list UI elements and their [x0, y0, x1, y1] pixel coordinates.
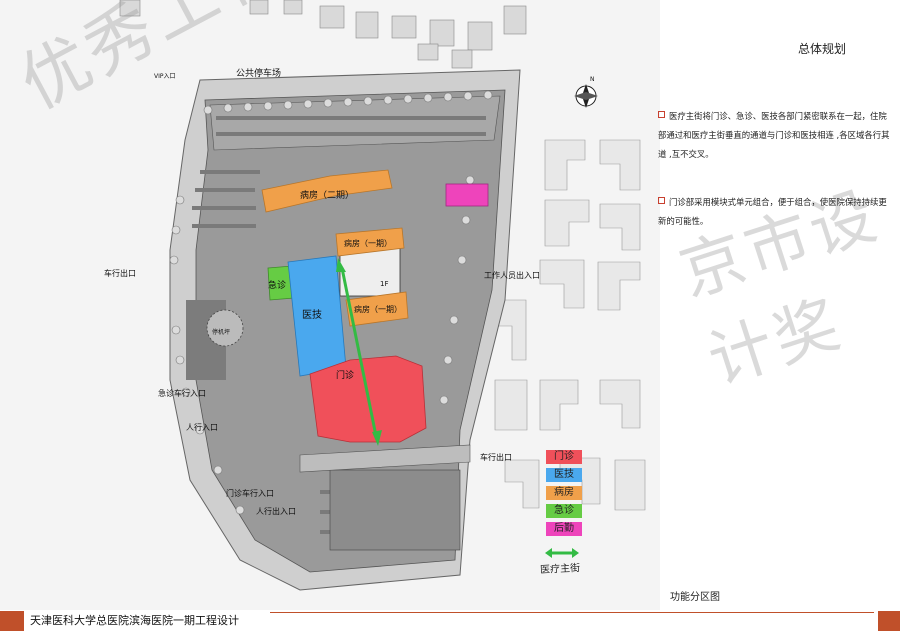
footer-divider: [270, 612, 874, 613]
label-outpatient-car-entry: 门诊车行入口: [226, 488, 274, 498]
description-bullet-2: 门诊部采用模块式单元组合，便于组合，使医院保持持续更新的可能性。: [658, 193, 890, 231]
tree-rows: [169, 90, 493, 515]
street-legend-label: 医疗主街: [539, 562, 581, 577]
label-heli: 停机坪: [212, 328, 230, 336]
residential-blocks-top: [119, 0, 527, 69]
footer-accent-right: [878, 611, 900, 631]
label-ward-phase1b: 病房（一期）: [354, 304, 402, 314]
description-bullet-1: 医疗主街将门诊、急诊、医技各部门紧密联系在一起，住院部通过和医疗主街垂直的通道与…: [658, 107, 890, 164]
label-car-exit-right: 车行出口: [480, 452, 512, 462]
legend-item-emergency: 急诊: [546, 504, 582, 518]
bullet-square-icon: [658, 197, 665, 204]
residential-blocks-right: [491, 139, 646, 511]
label-pedestrian-exit: 人行出入口: [256, 506, 296, 516]
label-parking: 公共停车场: [236, 67, 281, 79]
top-parking: [209, 95, 501, 151]
ward-phase1-lower-block: [345, 291, 409, 327]
site-plan-map: 公共停车场 VIP入口 病房（二期） 病房（一期） 病房（一期） 医技 急诊 门…: [0, 0, 660, 610]
north-arrow-icon: [574, 84, 598, 108]
label-ward-phase1a: 病房（一期）: [344, 238, 392, 248]
bullet-text-1: 医疗主街将门诊、急诊、医技各部门紧密联系在一起，住院部通过和医疗主街垂直的通道与…: [658, 111, 890, 159]
logistics-block: [445, 183, 489, 207]
label-car-exit-left: 车行出口: [104, 268, 136, 278]
label-vip: VIP入口: [154, 73, 176, 80]
medical-street-axis: [336, 258, 382, 446]
label-pedestrian-entry: 人行入口: [186, 422, 218, 432]
bullet-square-icon: [658, 111, 665, 118]
ward-phase2-block: [261, 169, 393, 213]
function-legend: 门诊 医技 病房 急诊 后勤: [546, 450, 582, 540]
legend-item-tech: 医技: [546, 468, 582, 482]
label-floor1: 1F: [380, 280, 388, 288]
footer-accent-left: [0, 611, 24, 631]
legend-item-ward: 病房: [546, 486, 582, 500]
label-emergency: 急诊: [268, 279, 286, 291]
page-title: 总体规划: [798, 42, 847, 56]
label-north: N: [590, 76, 595, 83]
figure-caption: 功能分区图: [670, 592, 720, 603]
legend-item-outpatient: 门诊: [546, 450, 582, 464]
ward-phase1-upper-block: [335, 227, 405, 257]
label-ward-phase2: 病房（二期）: [300, 189, 354, 201]
label-outpatient: 门诊: [336, 369, 354, 381]
street-arrow-icon: [545, 548, 579, 558]
footer-title: 天津医科大学总医院滨海医院一期工程设计: [30, 614, 239, 627]
legend-item-logistics: 后勤: [546, 522, 582, 536]
bullet-text-2: 门诊部采用模块式单元组合，便于组合，使医院保持持续更新的可能性。: [658, 197, 887, 226]
label-emergency-car-entry: 急诊车行入口: [158, 388, 206, 398]
label-tech: 医技: [302, 308, 322, 321]
label-staff-entry: 工作人员出入口: [484, 270, 540, 280]
